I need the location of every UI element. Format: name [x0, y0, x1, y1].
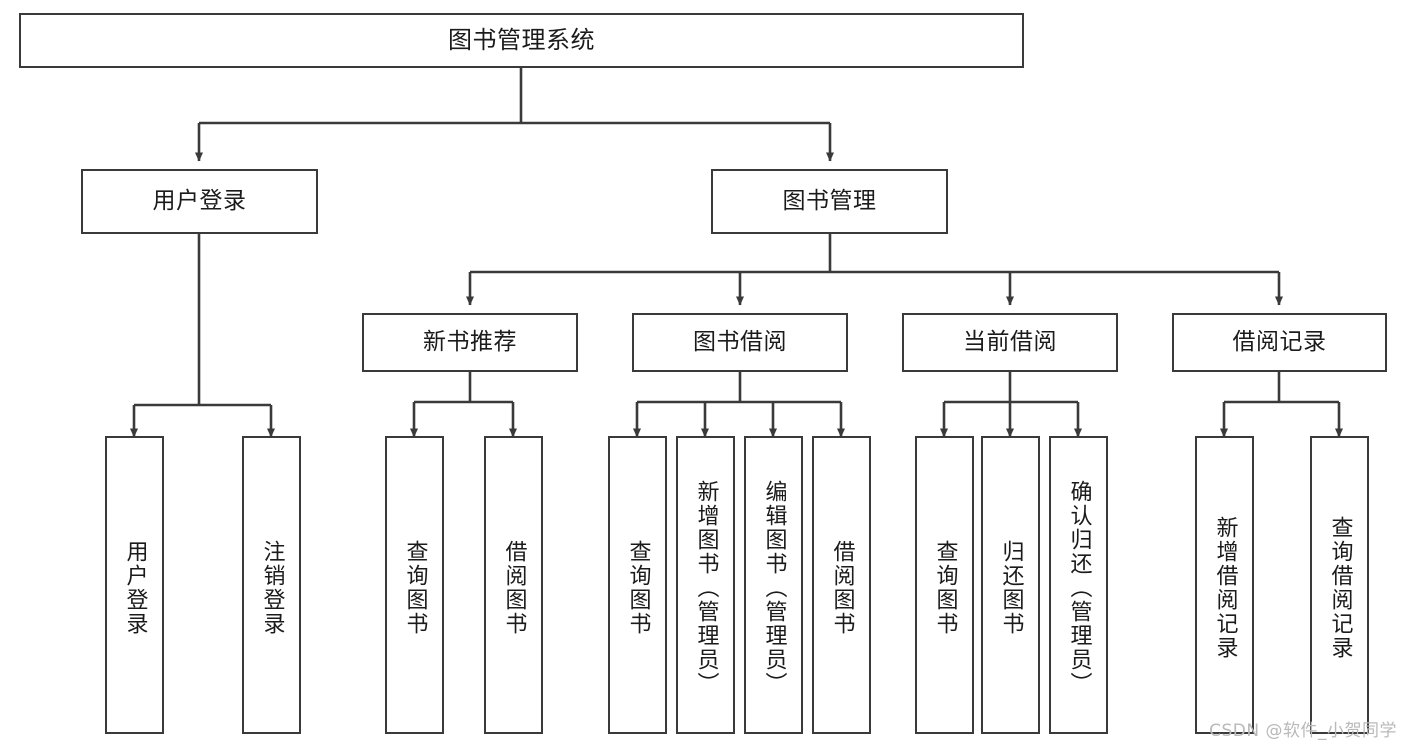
node-borrow-record[interactable]: 借阅记录 — [1172, 313, 1387, 372]
leaf-new-book-borrow-book[interactable]: 借阅图书 — [484, 436, 543, 734]
node-label: 新书推荐 — [423, 329, 517, 356]
node-label: 图书管理系统 — [448, 25, 595, 54]
node-label: 编辑图书（管理员） — [761, 480, 787, 696]
node-label: 借阅记录 — [1232, 329, 1327, 356]
leaf-book-borrow-query-book[interactable]: 查询图书 — [608, 436, 667, 734]
leaf-borrow-record-query-record[interactable]: 查询借阅记录 — [1310, 436, 1369, 734]
watermark-text: CSDN @软件_小贺同学 — [1209, 721, 1397, 741]
leaf-book-borrow-edit-book-admin[interactable]: 编辑图书（管理员） — [744, 436, 803, 734]
node-new-book-recommend[interactable]: 新书推荐 — [362, 313, 578, 372]
node-label: 用户登录 — [122, 540, 148, 636]
node-label: 归还图书 — [998, 540, 1024, 636]
node-label: 查询图书 — [402, 540, 428, 636]
node-label: 图书管理 — [782, 188, 877, 215]
node-label: 确认归还（管理员） — [1066, 480, 1092, 696]
node-label: 查询图书 — [932, 540, 958, 636]
leaf-current-borrow-query-book[interactable]: 查询图书 — [915, 436, 974, 734]
node-label: 借阅图书 — [829, 540, 855, 636]
leaf-new-book-query-book[interactable]: 查询图书 — [385, 436, 444, 734]
node-label: 新增借阅记录 — [1212, 516, 1238, 660]
leaf-borrow-record-add-record[interactable]: 新增借阅记录 — [1195, 436, 1254, 734]
node-label: 查询借阅记录 — [1327, 516, 1353, 660]
node-label: 查询图书 — [625, 540, 651, 636]
node-label: 新增图书（管理员） — [693, 480, 719, 696]
node-label: 注销登录 — [259, 540, 285, 636]
leaf-book-borrow-add-book-admin[interactable]: 新增图书（管理员） — [676, 436, 735, 734]
node-book-borrow[interactable]: 图书借阅 — [632, 313, 848, 372]
node-book-management[interactable]: 图书管理 — [711, 169, 948, 234]
leaf-user-login-do-login[interactable]: 用户登录 — [105, 436, 164, 734]
node-user-login[interactable]: 用户登录 — [81, 169, 318, 234]
leaf-book-borrow-borrow-book[interactable]: 借阅图书 — [812, 436, 871, 734]
node-root-system[interactable]: 图书管理系统 — [19, 13, 1024, 68]
node-label: 图书借阅 — [693, 329, 787, 356]
leaf-current-borrow-return-book[interactable]: 归还图书 — [981, 436, 1040, 734]
leaf-user-login-logout[interactable]: 注销登录 — [242, 436, 301, 734]
node-label: 用户登录 — [152, 188, 247, 215]
node-label: 借阅图书 — [501, 540, 527, 636]
leaf-current-borrow-confirm-return-admin[interactable]: 确认归还（管理员） — [1049, 436, 1108, 734]
node-current-borrow[interactable]: 当前借阅 — [902, 313, 1118, 372]
node-label: 当前借阅 — [963, 329, 1057, 356]
